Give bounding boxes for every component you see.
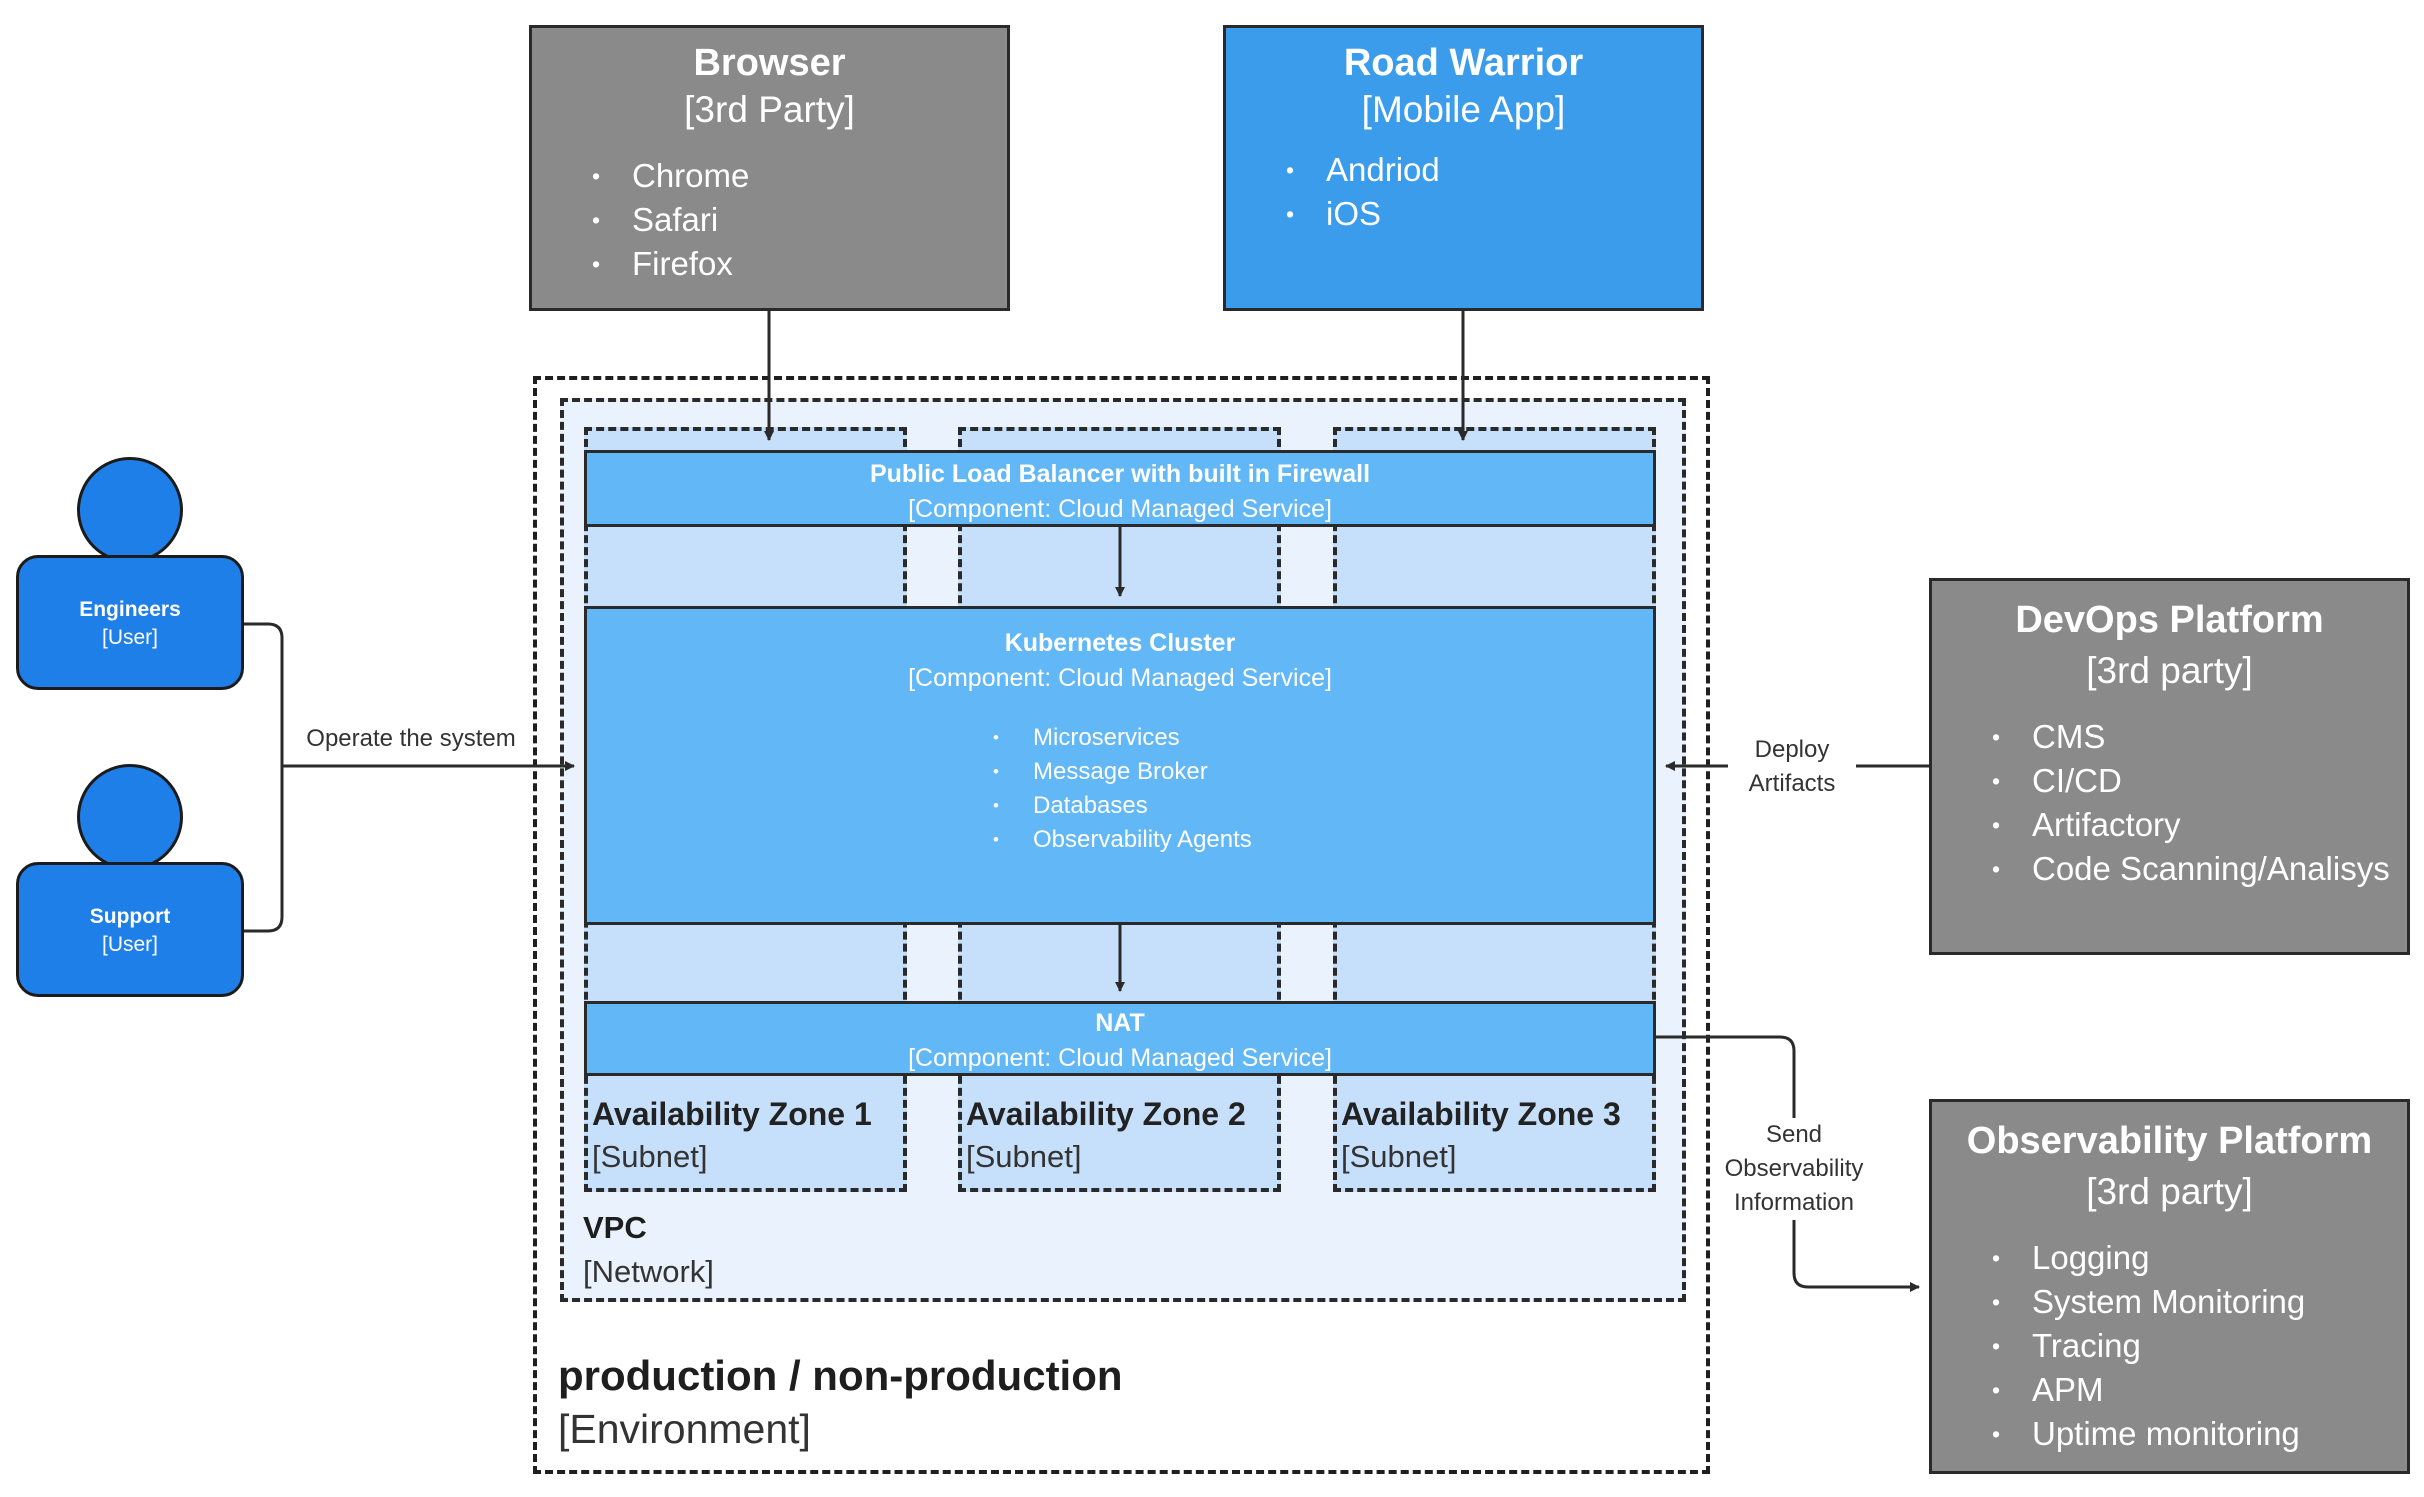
deploy-artifacts-label: Deploy Artifacts xyxy=(1728,733,1856,801)
support-name: Support xyxy=(89,905,171,928)
kubernetes-tech: [Component: Cloud Managed Service] xyxy=(908,664,1332,692)
load-balancer-component[interactable]: Public Load Balancer with built in Firew… xyxy=(584,450,1656,527)
list-item: Tracing xyxy=(1992,1324,2305,1368)
zone-2-label: Availability Zone 2 [Subnet] xyxy=(966,1096,1276,1175)
list-item: iOS xyxy=(1286,192,1440,236)
observability-platform-system[interactable]: Observability Platform [3rd party] Loggi… xyxy=(1929,1099,2410,1474)
observability-subtitle: [3rd party] xyxy=(2086,1171,2253,1212)
zone-1-title: Availability Zone 1 xyxy=(592,1096,872,1132)
list-item: CI/CD xyxy=(1992,759,2390,803)
zone-2-type: [Subnet] xyxy=(966,1139,1082,1174)
kubernetes-items: Microservices Message Broker Databases O… xyxy=(993,721,1252,857)
send-line-3: Information xyxy=(1733,1189,1855,1216)
support-person[interactable]: Support [User] xyxy=(16,862,244,997)
environment-type: [Environment] xyxy=(558,1406,811,1452)
nat-name: NAT xyxy=(1095,1009,1145,1037)
engineers-person[interactable]: Engineers [User] xyxy=(16,555,244,690)
browser-system[interactable]: Browser [3rd Party] Chrome Safari Firefo… xyxy=(529,25,1010,311)
zone-3-label: Availability Zone 3 [Subnet] xyxy=(1341,1096,1651,1175)
nat-component[interactable]: NAT [Component: Cloud Managed Service] xyxy=(584,1001,1656,1076)
list-item: Microservices xyxy=(993,721,1252,755)
devops-platform-system[interactable]: DevOps Platform [3rd party] CMS CI/CD Ar… xyxy=(1929,578,2410,955)
support-role: [User] xyxy=(101,933,158,956)
list-item: System Monitoring xyxy=(1992,1280,2305,1324)
list-item: Firefox xyxy=(592,242,749,286)
list-item: Message Broker xyxy=(993,755,1252,789)
browser-subtitle: [3rd Party] xyxy=(684,89,855,130)
operate-label: Operate the system xyxy=(294,722,528,756)
engineers-name: Engineers xyxy=(79,598,181,621)
zone-3-type: [Subnet] xyxy=(1341,1139,1457,1174)
environment-boundary xyxy=(533,376,1710,1474)
road-warrior-items: Andriod iOS xyxy=(1286,148,1440,236)
environment-title: production / non-production xyxy=(558,1352,1123,1399)
zone-1-type: [Subnet] xyxy=(592,1139,708,1174)
list-item: Uptime monitoring xyxy=(1992,1412,2305,1456)
nat-tech: [Component: Cloud Managed Service] xyxy=(908,1044,1332,1072)
load-balancer-name: Public Load Balancer with built in Firew… xyxy=(869,460,1371,488)
list-item: CMS xyxy=(1992,715,2390,759)
list-item: Code Scanning/Analisys xyxy=(1992,847,2390,891)
road-warrior-subtitle: [Mobile App] xyxy=(1361,89,1566,130)
kubernetes-cluster-component[interactable]: Kubernetes Cluster [Component: Cloud Man… xyxy=(584,606,1656,925)
engineers-connector xyxy=(244,622,284,766)
engineers-role: [User] xyxy=(101,626,158,649)
devops-items: CMS CI/CD Artifactory Code Scanning/Anal… xyxy=(1992,715,2390,891)
zone-2-title: Availability Zone 2 xyxy=(966,1096,1246,1132)
list-item: Safari xyxy=(592,198,749,242)
browser-items: Chrome Safari Firefox xyxy=(592,154,749,286)
send-observability-label: Send Observability Information xyxy=(1712,1118,1876,1220)
list-item: Andriod xyxy=(1286,148,1440,192)
kubernetes-name: Kubernetes Cluster xyxy=(1004,629,1236,657)
list-item: Chrome xyxy=(592,154,749,198)
list-item: Logging xyxy=(1992,1236,2305,1280)
observability-title: Observability Platform xyxy=(1966,1120,2373,1162)
deploy-line-2: Artifacts xyxy=(1748,770,1836,797)
devops-subtitle: [3rd party] xyxy=(2086,650,2253,691)
support-connector xyxy=(244,766,284,933)
road-warrior-title: Road Warrior xyxy=(1343,42,1584,84)
load-balancer-tech: [Component: Cloud Managed Service] xyxy=(908,495,1332,523)
list-item: APM xyxy=(1992,1368,2305,1412)
browser-title: Browser xyxy=(693,42,846,84)
list-item: Artifactory xyxy=(1992,803,2390,847)
send-line-2: Observability xyxy=(1724,1155,1864,1182)
environment-label: production / non-production [Environment… xyxy=(558,1352,1458,1453)
vpc-label: VPC [Network] xyxy=(583,1210,983,1290)
road-warrior-system[interactable]: Road Warrior [Mobile App] Andriod iOS xyxy=(1223,25,1704,311)
devops-title: DevOps Platform xyxy=(2015,599,2324,641)
observability-items: Logging System Monitoring Tracing APM Up… xyxy=(1992,1236,2305,1456)
send-line-1: Send xyxy=(1765,1121,1823,1148)
list-item: Observability Agents xyxy=(993,823,1252,857)
deploy-line-1: Deploy xyxy=(1754,736,1830,763)
vpc-title: VPC xyxy=(583,1210,647,1245)
zone-1-label: Availability Zone 1 [Subnet] xyxy=(592,1096,902,1175)
vpc-type: [Network] xyxy=(583,1254,714,1289)
list-item: Databases xyxy=(993,789,1252,823)
engineers-person-icon xyxy=(77,457,183,563)
zone-3-title: Availability Zone 3 xyxy=(1341,1096,1621,1132)
